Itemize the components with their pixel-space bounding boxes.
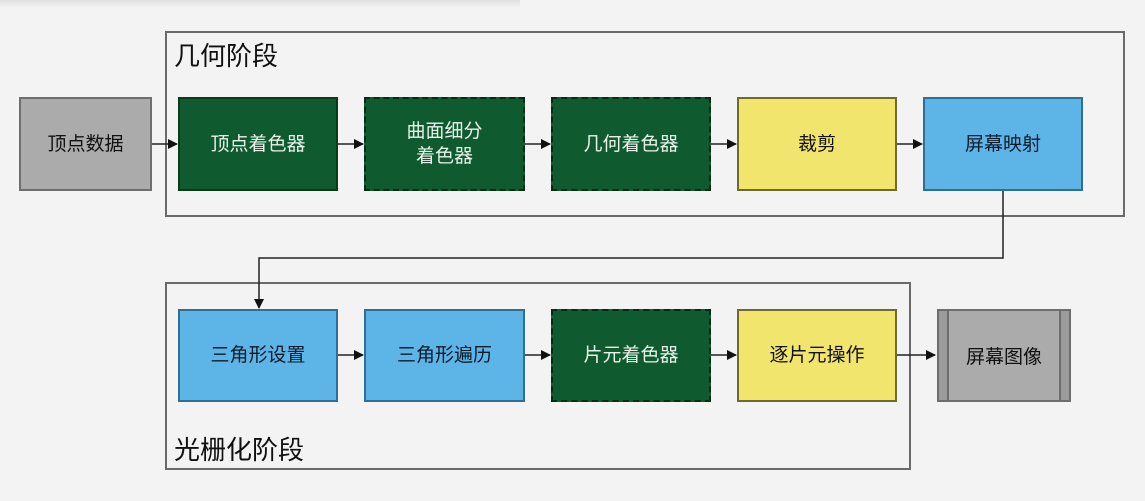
geometry-stage-label: 几何阶段: [174, 42, 279, 72]
vertex-shader-node: 顶点着色器: [178, 97, 338, 191]
fragment-shader-node: 片元着色器: [551, 309, 711, 402]
clipping-node: 裁剪: [737, 97, 897, 191]
tessellation-shader-node: 曲面细分 着色器: [364, 97, 525, 191]
raster-stage-label: 光栅化阶段: [174, 436, 305, 466]
arrow-screenmapping-to-trianglesetup: [254, 191, 1004, 309]
screen-image-node: 屏幕图像: [937, 309, 1071, 402]
raster-stage-box: [165, 282, 911, 470]
geometry-shader-node: 几何着色器: [551, 97, 711, 191]
vertex-data-node: 顶点数据: [19, 97, 152, 191]
screen-mapping-node: 屏幕映射: [923, 97, 1083, 191]
top-edge-strip: [0, 0, 520, 8]
geometry-stage-box: [165, 31, 1125, 217]
screen-image-label: 屏幕图像: [965, 346, 1042, 368]
per-fragment-ops-node: 逐片元操作: [737, 309, 897, 402]
screen-image-right-bar: [1059, 309, 1071, 402]
triangle-traversal-node: 三角形遍历: [364, 309, 525, 402]
screen-image-left-bar: [937, 309, 949, 402]
triangle-setup-node: 三角形设置: [178, 309, 338, 402]
